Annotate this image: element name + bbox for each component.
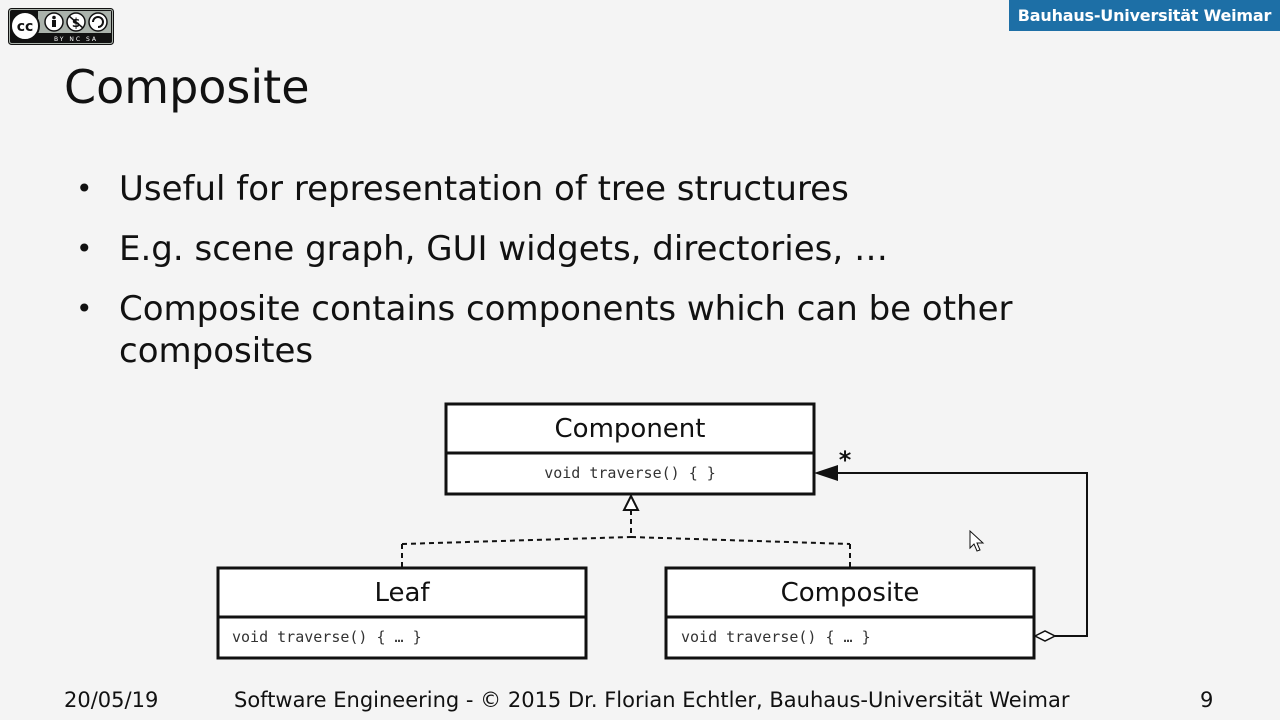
composite-class-box: Composite void traverse() { … } xyxy=(664,566,1036,660)
realization-connector xyxy=(401,510,851,567)
footer-text: Software Engineering - © 2015 Dr. Floria… xyxy=(234,688,1070,712)
component-class-box: Component void traverse() { } xyxy=(444,402,816,496)
cc-by-nc-sa-icon: cc $ BY NC SA xyxy=(8,8,114,45)
bullet-text: E.g. scene graph, GUI widgets, directori… xyxy=(119,229,888,269)
component-operation: void traverse() { } xyxy=(544,464,716,482)
leaf-class-name: Leaf xyxy=(374,578,430,608)
bullet-dot: • xyxy=(76,292,93,325)
bullet-text: Composite contains components which can … xyxy=(119,289,1013,371)
cc-license-text: BY NC SA xyxy=(54,36,98,43)
composite-operation: void traverse() { … } xyxy=(681,628,871,646)
page-number: 9 xyxy=(1200,688,1214,712)
bullet-dot: • xyxy=(76,232,93,265)
mouse-cursor-icon xyxy=(969,529,985,552)
slide-title: Composite xyxy=(64,60,310,114)
svg-text:cc: cc xyxy=(17,19,34,35)
bullet-item: • E.g. scene graph, GUI widgets, director… xyxy=(76,228,1076,270)
multiplicity-label: * xyxy=(839,446,852,474)
leaf-operation: void traverse() { … } xyxy=(232,628,422,646)
university-banner: Bauhaus-Universität Weimar xyxy=(1009,0,1280,31)
bullet-list: • Useful for representation of tree struc… xyxy=(76,168,1076,390)
composite-class-name: Composite xyxy=(781,578,920,608)
bullet-dot: • xyxy=(76,172,93,205)
aggregation-connector: * xyxy=(814,446,1088,642)
bullet-item: • Composite contains components which can… xyxy=(76,288,1076,372)
association-arrowhead-icon xyxy=(814,465,838,481)
realization-arrowhead-icon xyxy=(622,493,640,511)
svg-text:$: $ xyxy=(72,16,80,30)
aggregation-diamond-icon xyxy=(1033,630,1057,642)
footer-date: 20/05/19 xyxy=(64,688,159,712)
component-class-name: Component xyxy=(555,414,706,444)
leaf-class-box: Leaf void traverse() { … } xyxy=(216,566,588,660)
bullet-text: Useful for representation of tree struct… xyxy=(119,169,849,209)
bullet-item: • Useful for representation of tree struc… xyxy=(76,168,1076,210)
